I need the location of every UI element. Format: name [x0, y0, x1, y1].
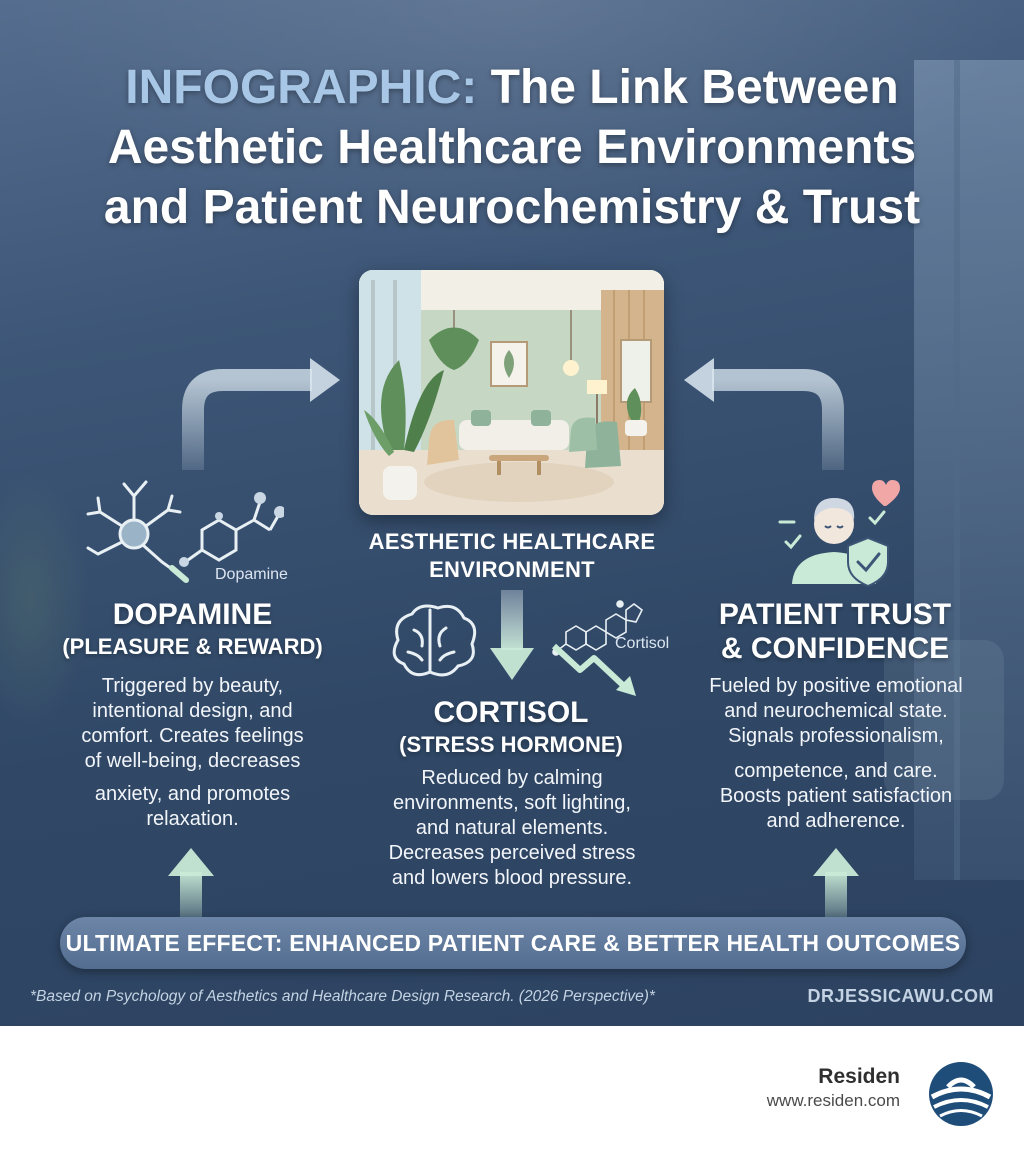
dopamine-subtitle: (PLEASURE & REWARD)	[62, 634, 323, 659]
trust-line: Signals professionalism,	[728, 725, 944, 747]
brand-name: Residen	[818, 1065, 900, 1088]
brain-icon	[392, 604, 477, 677]
cortisol-line: Reduced by calming	[421, 767, 603, 789]
check-marks-icon	[778, 510, 886, 550]
environment-label-line-2: ENVIRONMENT	[429, 557, 595, 582]
dopamine-line: Triggered by beauty,	[101, 675, 284, 697]
cortisol-line: environments, soft lighting,	[393, 792, 631, 814]
bottom-left-up-arrow	[168, 848, 214, 918]
trust-description: Fueled by positive emotional and neuroch…	[686, 674, 986, 834]
trust-line: and neurochemical state.	[724, 700, 948, 722]
environment-label: AESTHETIC HEALTHCARE ENVIRONMENT	[340, 528, 684, 584]
cortisol-heading: CORTISOL (STRESS HORMONE)	[380, 696, 642, 760]
connector-arrows	[168, 358, 859, 918]
trust-line: and adherence.	[766, 810, 906, 832]
cortisol-molecule-icon	[552, 600, 644, 656]
dopamine-line: of well-being, decreases	[84, 750, 301, 772]
right-elbow-arrow	[684, 358, 844, 470]
cortisol-line: and natural elements.	[415, 817, 609, 839]
bottom-right-up-arrow	[813, 848, 859, 918]
background-window	[914, 60, 1024, 880]
neuron-icon	[86, 480, 189, 583]
background-glow	[0, 0, 1024, 260]
cortisol-line: and lowers blood pressure.	[391, 867, 633, 889]
dopamine-line: comfort. Creates feelings	[81, 725, 304, 747]
infographic-canvas: INFOGRAPHIC: The Link Between Aesthetic …	[0, 0, 1024, 1026]
heart-icon	[872, 480, 900, 506]
cortisol-title: CORTISOL	[433, 696, 589, 729]
cortisol-molecule-label: Cortisol	[615, 635, 670, 652]
trust-title-line-2: & CONFIDENCE	[720, 632, 950, 665]
residen-logo	[929, 1062, 993, 1126]
dopamine-icon-group	[86, 480, 284, 583]
page-title: INFOGRAPHIC: The Link Between Aesthetic …	[0, 58, 1024, 238]
background-chair	[884, 640, 1004, 800]
trust-icon-group	[778, 480, 900, 588]
dopamine-line: intentional design, and	[92, 700, 293, 722]
center-down-arrow	[490, 590, 534, 680]
title-line-2: Aesthetic Healthcare Environments	[107, 121, 917, 174]
cortisol-line: Decreases perceived stress	[388, 842, 636, 864]
trust-line: Boosts patient satisfaction	[719, 785, 953, 807]
left-elbow-arrow	[182, 358, 340, 470]
trust-line: competence, and care.	[734, 760, 938, 782]
trust-title-line-1: PATIENT TRUST	[718, 598, 952, 631]
brand-url[interactable]: www.residen.com	[766, 1091, 900, 1110]
ultimate-effect-banner: ULTIMATE EFFECT: ENHANCED PATIENT CARE &…	[60, 917, 966, 969]
shield-check-icon	[847, 536, 889, 588]
dopamine-line: anxiety, and promotes	[94, 783, 291, 805]
trust-heading: PATIENT TRUST & CONFIDENCE	[690, 598, 980, 666]
title-line-1: INFOGRAPHIC: The Link Between	[0, 58, 1024, 118]
source-site: DRJESSICAWU.COM	[807, 986, 994, 1006]
title-prefix: INFOGRAPHIC:	[125, 61, 478, 114]
environment-illustration	[359, 270, 664, 515]
footnote: *Based on Psychology of Aesthetics and H…	[30, 988, 655, 1005]
dopamine-description: Triggered by beauty, intentional design,…	[60, 674, 325, 832]
dopamine-heading: DOPAMINE (PLEASURE & REWARD)	[40, 598, 345, 662]
environment-label-line-1: AESTHETIC HEALTHCARE	[368, 529, 656, 554]
molecule-icon	[179, 492, 284, 567]
title-line-1-rest: The Link Between	[477, 61, 899, 114]
dopamine-molecule-label: Dopamine	[215, 566, 288, 583]
dopamine-title: DOPAMINE	[112, 598, 273, 631]
cortisol-description: Reduced by calming environments, soft li…	[362, 766, 662, 891]
title-line-3: and Patient Neurochemistry & Trust	[103, 181, 921, 234]
dopamine-line: relaxation.	[146, 808, 239, 830]
down-trend-arrow-icon	[551, 643, 636, 696]
trust-line: Fueled by positive emotional	[709, 675, 963, 697]
cortisol-subtitle: (STRESS HORMONE)	[399, 732, 623, 757]
cortisol-icon-group	[392, 600, 644, 696]
